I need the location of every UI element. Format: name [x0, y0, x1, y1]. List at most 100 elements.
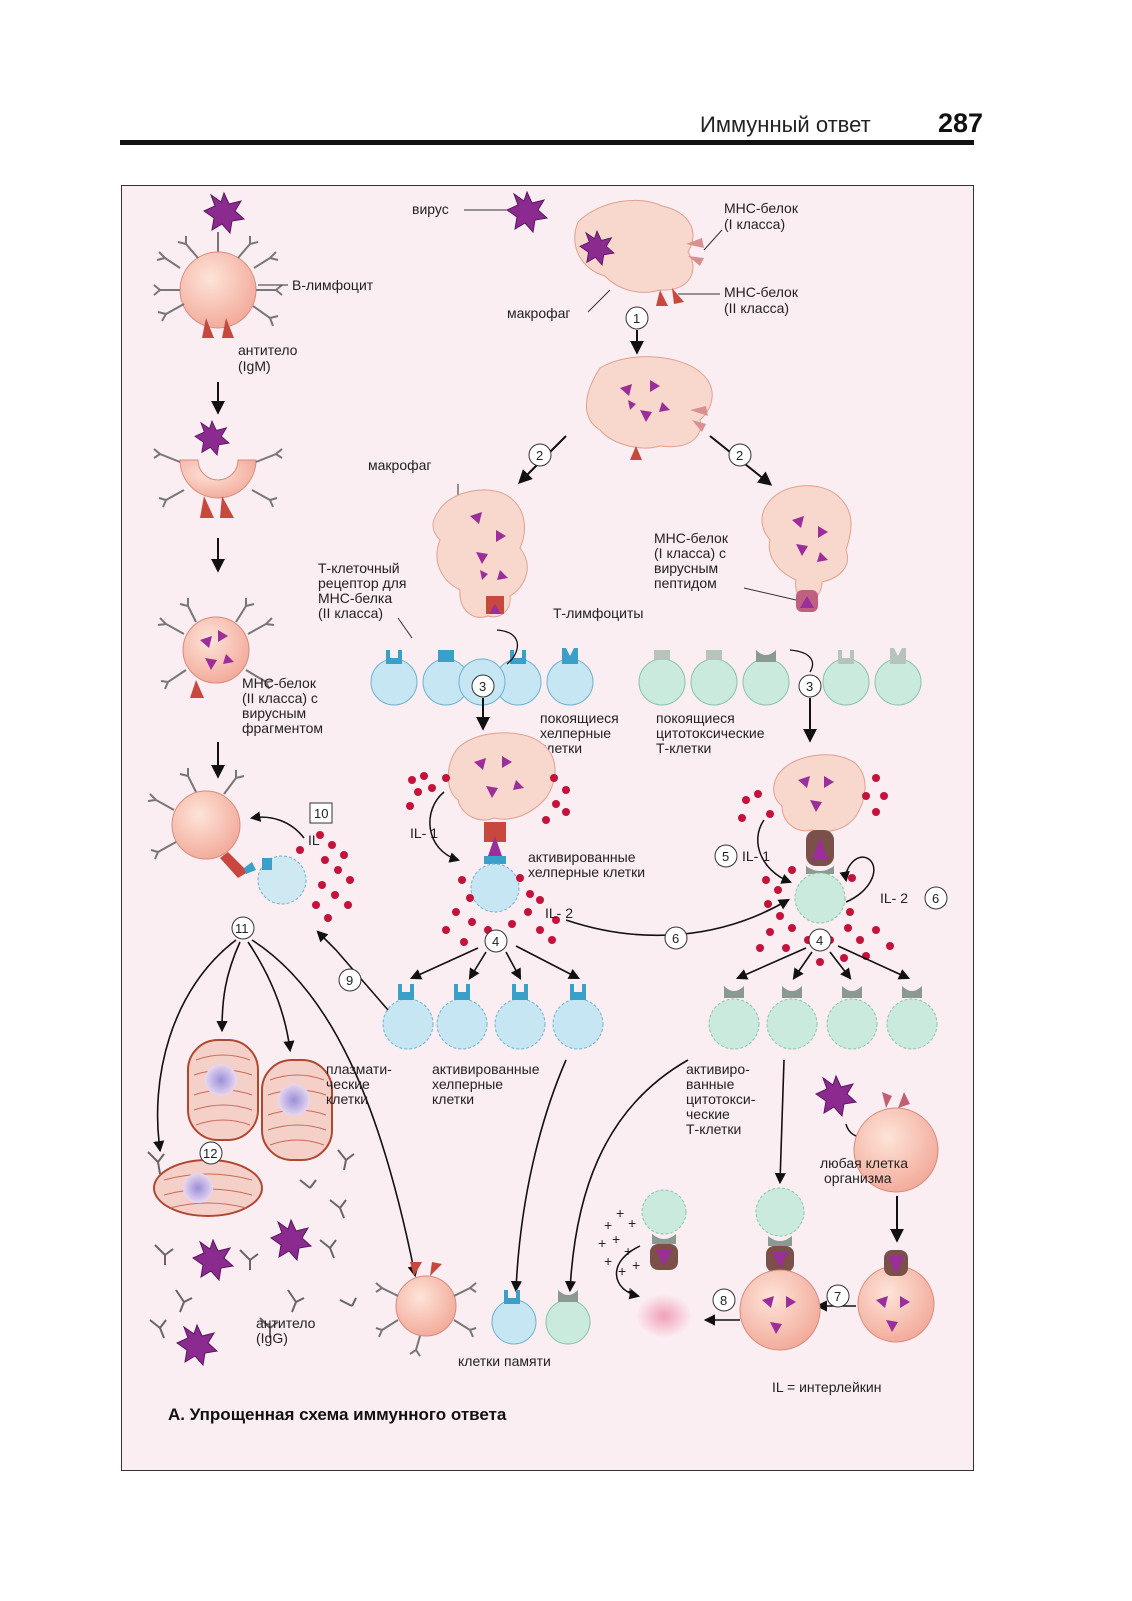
label-any-cell-2: организма — [824, 1170, 892, 1186]
macrophage-cytotoxic-activation — [773, 754, 866, 924]
arrows-to-memory — [510, 1059, 786, 1293]
step-9-circle — [338, 968, 362, 992]
virus-infecting — [815, 1075, 857, 1117]
cytotoxic-engaged-cell — [739, 1187, 821, 1351]
label-mhc-vf-1: МНС-белок — [242, 675, 317, 691]
label-il2-right: IL- 2 — [880, 890, 908, 906]
label-act-cyto-1: активиро- — [686, 1061, 750, 1077]
svg-text:+: + — [604, 1253, 612, 1269]
step-2b: 2 — [736, 448, 743, 463]
label-act-help-2: хелперные клетки — [528, 864, 645, 880]
memory-cells — [491, 1290, 591, 1345]
svg-text:+: + — [628, 1215, 636, 1231]
step-11: 11 — [235, 921, 249, 936]
step-6a: 6 — [672, 931, 679, 946]
step-12: 12 — [203, 1146, 217, 1161]
svg-text:+: + — [632, 1257, 640, 1273]
svg-text:+: + — [604, 1217, 612, 1233]
b-cell-engulf — [153, 420, 283, 518]
lysing-cell — [636, 1189, 692, 1338]
step-5-circle — [714, 844, 738, 868]
label-act-help2-3: клетки — [432, 1091, 474, 1107]
label-rest-cyto-3: Т-клетки — [656, 740, 711, 756]
step-3a-circle — [471, 674, 495, 698]
label-igg-2: (IgG) — [256, 1330, 288, 1346]
step-1: 1 — [633, 311, 640, 326]
label-il1-right: IL- 1 — [742, 848, 770, 864]
igg-antibodies — [147, 1149, 357, 1339]
any-body-cell — [853, 1092, 939, 1193]
svg-text:+: + — [616, 1205, 624, 1221]
virus-igg-2 — [270, 1219, 312, 1261]
cytotoxic-t-cells-row — [638, 648, 922, 706]
label-rest-cyto-1: покоящиеся — [656, 710, 735, 726]
label-macrophage-top: макрофаг — [507, 305, 571, 321]
step-4a: 4 — [492, 934, 499, 949]
arrow-il1-left — [429, 791, 461, 863]
label-tcr-1: Т-клеточный — [318, 560, 400, 576]
label-mhc-vf-2: (II класса) с — [242, 690, 318, 706]
label-act-cyto-4: ческие — [686, 1106, 730, 1122]
macrophage-right — [761, 485, 852, 612]
leader-mhc-vp — [743, 587, 797, 601]
arc-3b — [789, 649, 814, 673]
label-b-lymphocyte: В-лимфоцит — [292, 277, 374, 293]
activated-cytotoxic-cells — [708, 986, 938, 1050]
label-igm-1: антитело — [238, 342, 298, 358]
label-igg-1: антитело — [256, 1315, 316, 1331]
label-mhc-vf-3: вирусным — [242, 705, 306, 721]
step-4b: 4 — [816, 933, 823, 948]
step-3b-circle — [798, 674, 822, 698]
label-rest-cyto-2: цитотоксические — [656, 725, 765, 741]
label-memory-cells: клетки памяти — [458, 1353, 551, 1369]
page-number: 287 — [938, 108, 984, 138]
step-11-circle — [231, 916, 255, 940]
step-7-circle — [826, 1284, 850, 1308]
label-act-help2-1: активированные — [432, 1061, 540, 1077]
arrows-11 — [153, 939, 419, 1278]
step-2a-circle — [528, 443, 552, 467]
arrow-il1-right — [757, 819, 792, 884]
arrow-step9 — [316, 930, 389, 1011]
plasma-cell-1 — [187, 1039, 259, 1141]
step-10: 10 — [314, 806, 328, 821]
leader-tcr — [397, 617, 413, 639]
step-1-circle — [625, 306, 649, 330]
step-6a-circle — [664, 926, 688, 950]
label-act-cyto-3: цитотокси- — [686, 1091, 756, 1107]
label-il2-mid: IL- 2 — [545, 905, 573, 921]
virus-igg-3 — [176, 1324, 218, 1366]
label-act-help-1: активированные — [528, 849, 636, 865]
step-4a-circle — [484, 929, 508, 953]
infected-cell — [857, 1250, 935, 1343]
figure-caption: А. Упрощенная схема иммунного ответа — [168, 1405, 507, 1424]
arrows-helper-expansion — [409, 945, 580, 980]
step-4b-circle — [808, 928, 832, 952]
label-rest-help-2: хелперные — [540, 725, 611, 741]
step-8-circle — [712, 1288, 736, 1312]
arrow-perforin — [615, 1245, 641, 1300]
arrow-il2-loop — [839, 856, 875, 903]
macrophage-helper-activation — [447, 732, 556, 913]
label-mhc-vp-4: пептидом — [654, 575, 717, 591]
label-mhc2-1: МНС-белок — [724, 284, 799, 300]
virus-igg-1 — [192, 1239, 234, 1281]
arrows-cyto-expansion — [735, 945, 911, 980]
step-8: 8 — [720, 1293, 727, 1308]
svg-text:+: + — [598, 1235, 606, 1251]
il-dots-b — [296, 831, 354, 922]
step-5: 5 — [722, 849, 729, 864]
step-3a: 3 — [479, 679, 486, 694]
helper-t-cells-row — [370, 648, 594, 706]
label-il1-left: IL- 1 — [410, 825, 438, 841]
label-rest-help-1: покоящиеся — [540, 710, 619, 726]
macrophage-processing — [586, 356, 713, 460]
label-mhc-vp-2: (I класса) с — [654, 545, 726, 561]
step-10-box — [309, 802, 333, 824]
label-plasma-1: плазмати- — [326, 1061, 392, 1077]
macrophage-left — [432, 489, 528, 618]
label-any-cell-1: любая клетка — [820, 1155, 908, 1171]
svg-text:+: + — [618, 1263, 626, 1279]
il-dots-helper — [406, 772, 570, 946]
